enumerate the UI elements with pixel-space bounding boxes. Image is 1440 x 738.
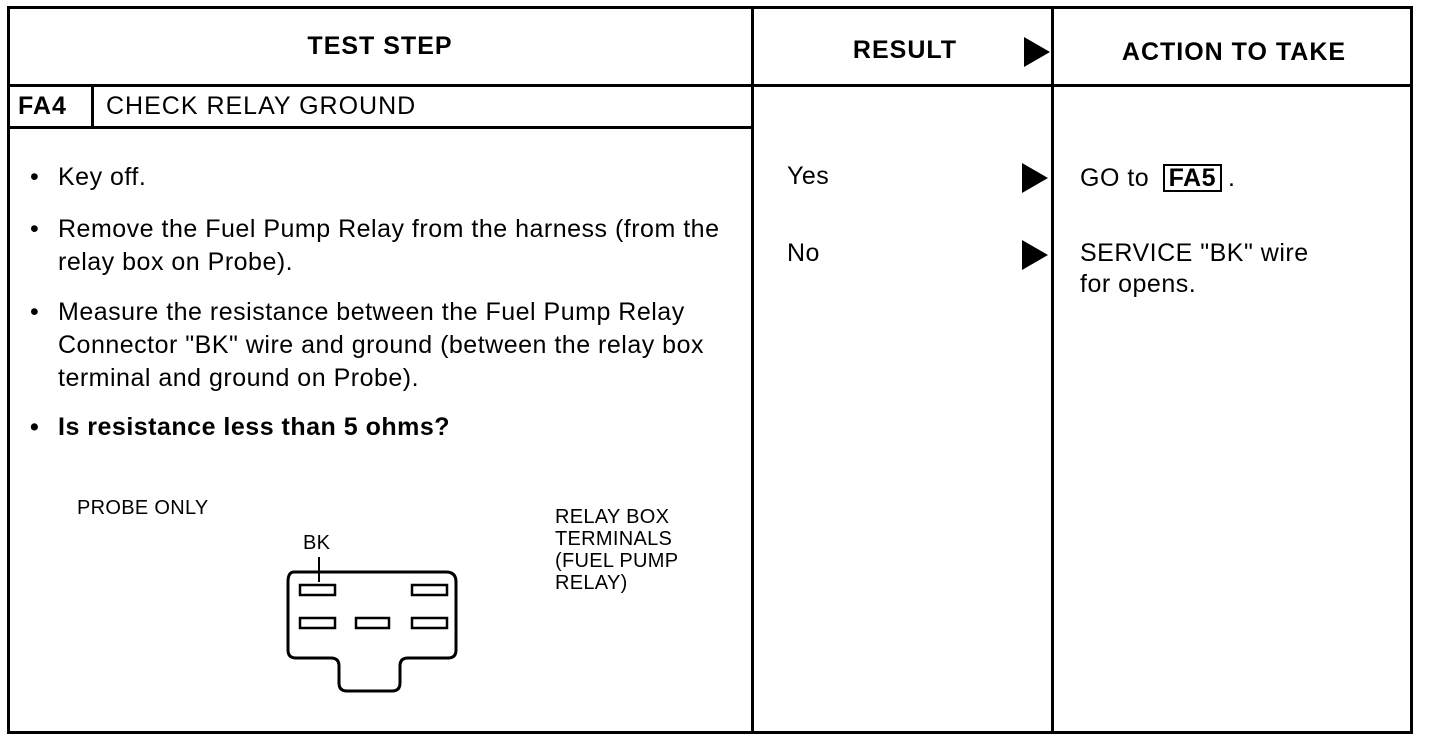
connector-outline [286, 570, 458, 693]
column-divider-result [751, 6, 754, 734]
terminal-slot [410, 616, 449, 630]
terminal-slot [354, 616, 391, 630]
terminal-slot [298, 616, 337, 630]
table-frame [7, 6, 1413, 734]
step-ref-fa5: FA5 [1162, 164, 1222, 192]
bullet-icon: • [30, 215, 40, 243]
bullet-icon: • [30, 298, 40, 326]
step-code-divider [91, 86, 94, 128]
column-divider-action [1051, 6, 1054, 734]
terminal-slot [410, 583, 449, 597]
action-go-to: GO to FA5. [1080, 164, 1236, 192]
relay-box-terminals-label: RELAY BOX TERMINALS (FUEL PUMP RELAY) [555, 506, 679, 594]
result-yes: Yes [787, 162, 830, 190]
no-arrow-icon [1022, 240, 1048, 270]
step-code: FA4 [18, 92, 67, 120]
terminal-slot [298, 583, 337, 597]
action-service-wire: SERVICE "BK" wire for opens. [1080, 239, 1309, 298]
header-divider [7, 84, 1413, 87]
bk-wire-label: BK [303, 532, 331, 554]
yes-arrow-icon [1022, 163, 1048, 193]
relay-connector-diagram [286, 557, 458, 693]
step-title: CHECK RELAY GROUND [106, 92, 417, 120]
step-title-divider [7, 126, 754, 129]
header-arrow-icon [1024, 37, 1050, 67]
probe-only-label: PROBE ONLY [77, 497, 209, 519]
result-no: No [787, 239, 820, 267]
header-result: RESULT [852, 36, 958, 64]
header-action-to-take: ACTION TO TAKE [1121, 38, 1347, 66]
bullet-icon: • [30, 163, 40, 191]
bullet-icon: • [30, 413, 40, 441]
header-test-step: TEST STEP [307, 32, 453, 60]
